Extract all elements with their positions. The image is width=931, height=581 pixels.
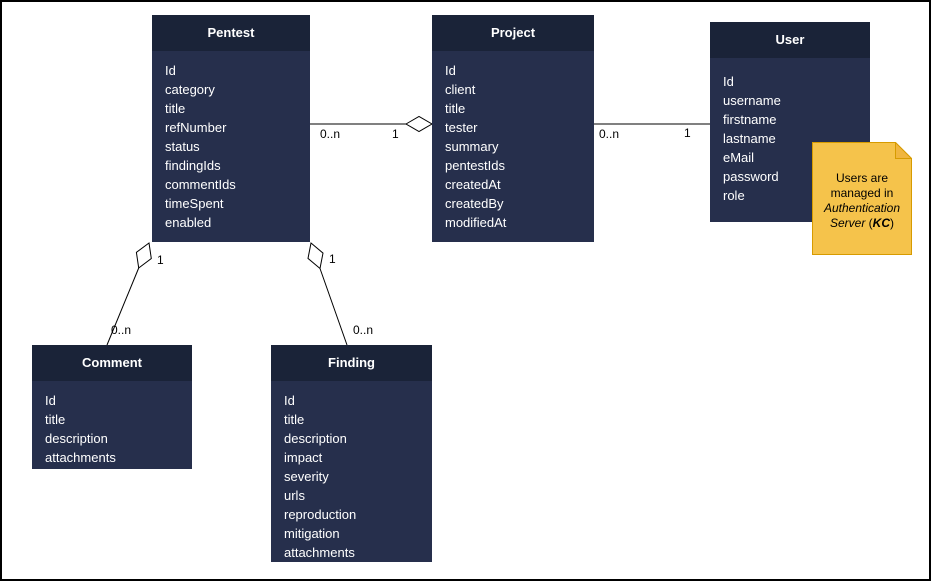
sticky-note: Users are managed in Authentication Serv…	[812, 142, 912, 255]
note-line: managed in	[830, 185, 894, 200]
entity-finding: Finding Id title description impact seve…	[271, 345, 432, 562]
attribute-row: role	[723, 188, 745, 203]
multiplicity-label: 0..n	[353, 323, 374, 337]
attribute-row: createdBy	[445, 196, 504, 211]
attribute-row: impact	[284, 450, 323, 465]
entity-title: Project	[432, 15, 594, 51]
entity-attributes: Id client title tester summary pentestId…	[432, 51, 594, 242]
entity-project: Project Id client title tester summary p…	[432, 15, 594, 242]
attribute-row: description	[45, 431, 108, 446]
attribute-row: title	[45, 412, 66, 427]
attribute-row: pentestIds	[445, 158, 505, 173]
multiplicity-label: 0..n	[111, 323, 132, 337]
attribute-row: timeSpent	[165, 196, 224, 211]
entity-attributes: Id category title refNumber status findi…	[152, 51, 310, 242]
connector-pentest-finding	[307, 242, 348, 346]
note-line: Users are	[835, 170, 888, 185]
attribute-row: refNumber	[165, 120, 227, 135]
attribute-row: mitigation	[284, 526, 340, 541]
attribute-row: title	[165, 101, 186, 116]
entity-title: User	[710, 22, 870, 58]
aggregation-diamond	[404, 115, 434, 133]
attribute-row: username	[723, 93, 781, 108]
note-line: Authentication	[823, 200, 901, 215]
attribute-row: title	[445, 101, 466, 116]
attribute-row: status	[165, 139, 200, 154]
multiplicity-label: 1	[684, 126, 691, 140]
attribute-row: Id	[45, 393, 56, 408]
attribute-row: client	[445, 82, 476, 97]
attribute-row: enabled	[165, 215, 212, 230]
attribute-row: description	[284, 431, 347, 446]
attribute-row: password	[723, 169, 779, 184]
attribute-row: modifiedAt	[445, 215, 507, 230]
attribute-row: attachments	[45, 450, 116, 465]
attribute-row: Id	[445, 63, 456, 78]
entity-comment: Comment Id title description attachments	[32, 345, 192, 469]
multiplicity-label: 1	[157, 253, 164, 267]
entity-attributes: Id title description impact severity url…	[271, 381, 432, 562]
attribute-row: tester	[445, 120, 478, 135]
note-line: Server (KC)	[829, 215, 895, 230]
attribute-row: findingIds	[165, 158, 221, 173]
entity-attributes: Id title description attachments	[32, 381, 192, 469]
note-fold	[895, 142, 912, 159]
attribute-row: eMail	[723, 150, 755, 165]
attribute-row: Id	[284, 393, 295, 408]
aggregation-diamond	[307, 242, 324, 270]
attribute-row: Id	[165, 63, 176, 78]
attribute-row: reproduction	[284, 507, 357, 522]
attribute-row: lastname	[723, 131, 776, 146]
attribute-row: severity	[284, 469, 329, 484]
attribute-row: summary	[445, 139, 499, 154]
attribute-row: commentIds	[165, 177, 236, 192]
attribute-row: Id	[723, 74, 734, 89]
entity-pentest: Pentest Id category title refNumber stat…	[152, 15, 310, 242]
note-shape	[812, 142, 912, 255]
multiplicity-label: 1	[329, 252, 336, 266]
aggregation-diamond	[135, 242, 152, 269]
attribute-row: createdAt	[445, 177, 501, 192]
multiplicity-label: 0..n	[320, 127, 341, 141]
connector-pentest-comment	[106, 242, 152, 346]
attribute-row: category	[165, 82, 215, 97]
attribute-row: attachments	[284, 545, 355, 560]
attribute-row: firstname	[723, 112, 777, 127]
entity-title: Pentest	[152, 15, 310, 51]
multiplicity-label: 0..n	[599, 127, 620, 141]
multiplicity-label: 1	[392, 127, 399, 141]
entity-title: Comment	[32, 345, 192, 381]
entity-title: Finding	[271, 345, 432, 381]
attribute-row: title	[284, 412, 305, 427]
note-text: Users are managed in Authentication Serv…	[812, 142, 912, 255]
attribute-row: urls	[284, 488, 305, 503]
